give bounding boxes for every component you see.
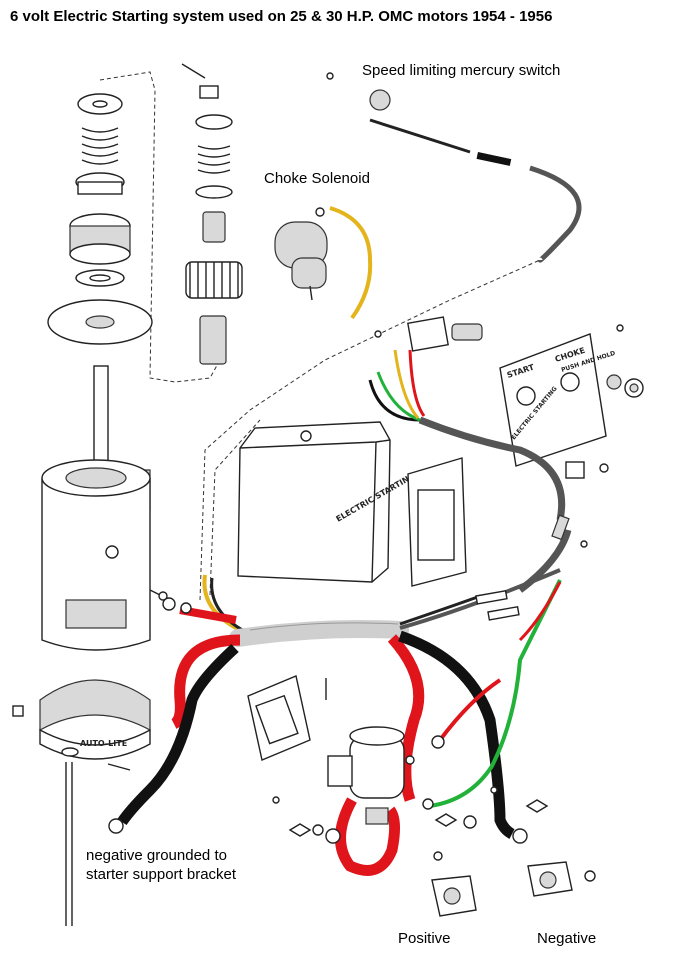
negative-ground-label-line2: starter support bracket (86, 866, 237, 883)
instruction-card (407, 457, 467, 587)
positive-terminal-label: Positive (398, 930, 451, 947)
dash-switch-panel: START CHOKE PUSH AND HOLD ELECTRIC START… (499, 324, 644, 473)
diagram-title: 6 volt Electric Starting system used on … (10, 8, 553, 25)
choke-solenoid-label: Choke Solenoid (264, 170, 370, 187)
hardware (272, 786, 549, 861)
dashed-leaders (99, 71, 541, 601)
push-switch (374, 316, 483, 352)
starter-solenoid (247, 675, 415, 825)
negative-terminal-label: Negative (537, 930, 597, 947)
starter-motor (41, 365, 168, 651)
bendix-drive-stack (47, 93, 153, 345)
pinion-parts-stack (181, 63, 243, 365)
battery-clamps (431, 861, 596, 917)
choke-solenoid (274, 206, 373, 320)
ring-terminals (108, 597, 528, 844)
starter-band: AUTO-LITE (12, 679, 151, 926)
speed-limiting-switch (326, 72, 582, 263)
negative-ground-label-line1: negative grounded to (86, 847, 227, 864)
negative-ground-label: negative grounded to starter support bra… (86, 846, 236, 884)
speed-switch-label: Speed limiting mercury switch (362, 62, 561, 79)
electric-starting-box: ELECTRIC STARTING (237, 421, 416, 583)
starter-band-text: AUTO-LITE (80, 739, 127, 748)
inline-connectors (475, 461, 588, 621)
wiring (117, 349, 572, 876)
